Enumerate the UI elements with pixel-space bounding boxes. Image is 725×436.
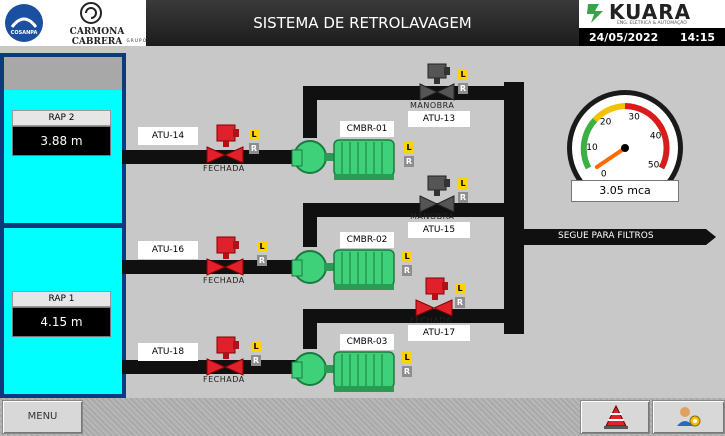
- gauge-tick-label: 20: [600, 117, 612, 127]
- atu-16-local-badge: L: [257, 241, 267, 252]
- users-gear-icon: [677, 407, 701, 427]
- pump-icon: [291, 351, 395, 392]
- valve-icon: [415, 277, 453, 317]
- atu-14-label: ATU-14: [138, 127, 198, 145]
- siren-icon: [604, 404, 628, 429]
- cmbr-02-remote-badge: R: [402, 265, 412, 276]
- gauge-tick-label: 50: [648, 161, 660, 171]
- atu-14-valve[interactable]: [205, 123, 245, 165]
- cmbr-02-local-badge: L: [402, 251, 412, 262]
- cmbr-01-label: CMBR-01: [340, 121, 394, 137]
- kuara-sub: ENG. ELÉTRICA & AUTOMAÇÃO: [617, 21, 687, 26]
- atu-14-remote-badge: R: [249, 143, 259, 154]
- atu-17-remote-badge: R: [455, 297, 465, 308]
- pressure-gauge: 0 10 20 30 40 50: [565, 86, 685, 206]
- atu-13-remote-badge: R: [458, 83, 468, 94]
- atu-13-label: ATU-13: [408, 111, 470, 127]
- cmbr-01-remote-badge: R: [404, 156, 414, 167]
- atu-16-status: FECHADA: [203, 276, 245, 285]
- kuara-text: KUARA: [609, 0, 692, 24]
- bolt-icon: [587, 4, 603, 23]
- atu-13-status: MANOBRA: [410, 101, 455, 110]
- datetime-bar: 24/05/2022 14:15: [579, 28, 725, 46]
- carmona-text: CARMONA CABRERA: [69, 27, 125, 47]
- cmbr-02-pump[interactable]: [290, 240, 400, 292]
- atu-18-local-badge: L: [251, 341, 261, 352]
- atu-13-valve[interactable]: [418, 62, 456, 102]
- tank-rap2-air: [4, 57, 122, 90]
- valve-icon: [206, 124, 244, 164]
- time-text: 14:15: [680, 31, 716, 44]
- outlet-label: SEGUE PARA FILTROS: [558, 231, 654, 241]
- client-logos: COSANPA CARMONA CABRERA G R U P O: [0, 0, 146, 47]
- gauge-dial: 0 10 20 30 40 50: [567, 90, 683, 206]
- atu-15-label: ATU-15: [408, 222, 470, 238]
- valve-icon: [419, 63, 455, 101]
- valve-icon: [206, 236, 244, 276]
- gauge-tick-label: 10: [586, 143, 598, 153]
- cosanpa-logo: [5, 4, 43, 42]
- rap1-label: RAP 1: [12, 291, 111, 307]
- atu-15-status: MANOBRA: [410, 212, 455, 221]
- cmbr-03-label: CMBR-03: [340, 334, 394, 350]
- pump-icon: [291, 139, 395, 180]
- gauge-tick-label: 30: [628, 112, 640, 122]
- gauge-readout: 3.05 mca: [571, 180, 679, 202]
- gauge-tick-label: 0: [601, 169, 607, 179]
- rap1-level-value: 4.15 m: [12, 307, 111, 337]
- atu-14-status: FECHADA: [203, 164, 245, 173]
- atu-15-remote-badge: R: [458, 192, 468, 203]
- atu-15-valve[interactable]: [418, 174, 456, 214]
- pump-icon: [291, 249, 395, 290]
- page-title: SISTEMA DE RETROLAVAGEM: [253, 14, 472, 32]
- atu-18-remote-badge: R: [251, 355, 261, 366]
- cmbr-03-remote-badge: R: [402, 366, 412, 377]
- atu-16-remote-badge: R: [257, 255, 267, 266]
- atu-15-local-badge: L: [458, 178, 468, 189]
- users-button[interactable]: [652, 400, 725, 434]
- atu-18-status: FECHADA: [203, 375, 245, 384]
- cosanpa-text: COSANPA: [10, 30, 38, 36]
- cmbr-03-pump[interactable]: [290, 342, 400, 394]
- grupo-text: G R U P O: [126, 38, 146, 43]
- kuara-logo: KUARA ENG. ELÉTRICA & AUTOMAÇÃO: [579, 0, 725, 28]
- atu-17-local-badge: L: [455, 283, 465, 294]
- menu-button[interactable]: MENU: [2, 400, 83, 434]
- rap2-level-value: 3.88 m: [12, 126, 111, 156]
- atu-14-local-badge: L: [249, 129, 259, 140]
- cmbr-01-local-badge: L: [404, 142, 414, 153]
- atu-16-label: ATU-16: [138, 241, 198, 259]
- valve-icon: [419, 175, 455, 213]
- carmona-logo-icon: [80, 2, 102, 24]
- atu-13-local-badge: L: [458, 69, 468, 80]
- alarm-button[interactable]: [580, 400, 650, 434]
- date-text: 24/05/2022: [589, 31, 659, 44]
- atu-18-label: ATU-18: [138, 343, 198, 361]
- cmbr-02-label: CMBR-02: [340, 232, 394, 248]
- atu-18-valve[interactable]: [205, 335, 245, 377]
- gauge-tick-label: 40: [650, 132, 662, 142]
- atu-17-label: ATU-17: [408, 325, 470, 341]
- atu-17-status: FECHADA: [410, 316, 452, 325]
- atu-17-valve[interactable]: [414, 276, 454, 318]
- valve-icon: [206, 336, 244, 376]
- cmbr-03-local-badge: L: [402, 352, 412, 363]
- gauge-needle: [594, 146, 627, 170]
- atu-16-valve[interactable]: [205, 235, 245, 277]
- rap2-label: RAP 2: [12, 110, 111, 126]
- cmbr-01-pump[interactable]: [290, 130, 400, 182]
